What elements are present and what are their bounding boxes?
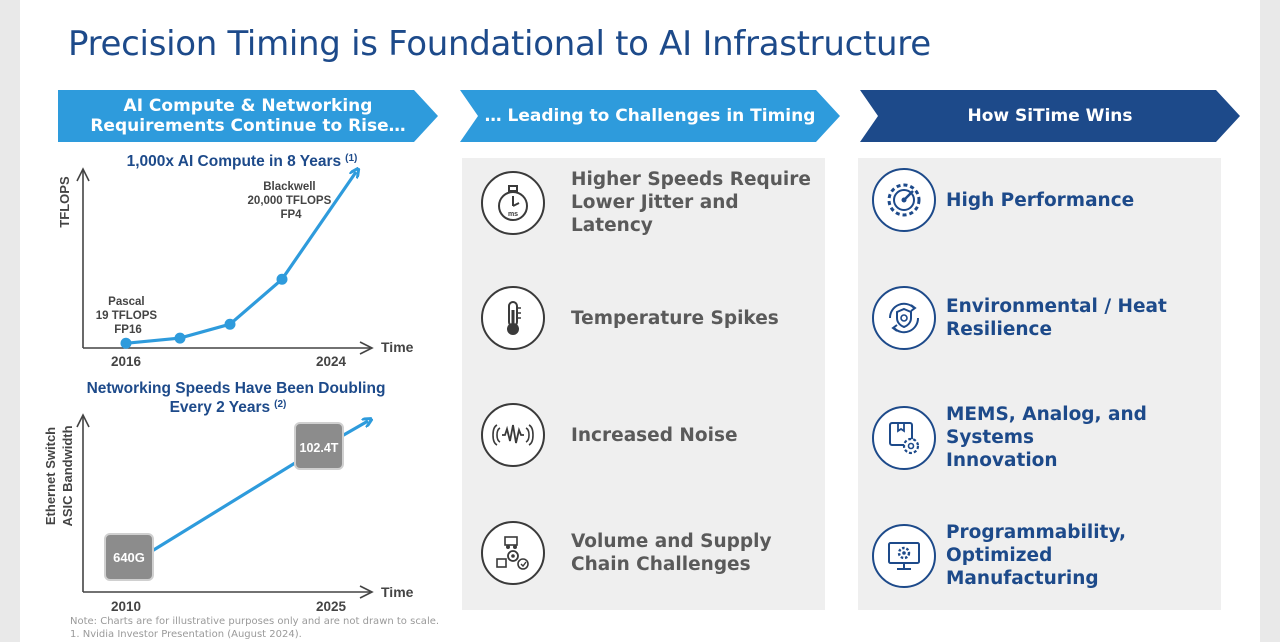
banner-challenges-label: … Leading to Challenges in Timing [484, 106, 816, 126]
chart2-title-line1: Networking Speeds Have Been Doubling [87, 380, 386, 397]
banner-wins: How SiTime Wins [860, 90, 1240, 142]
chart2-xlabel: Time [381, 584, 414, 600]
challenge-temperature-line1: Temperature Spikes [571, 307, 779, 329]
win-resilience-line2: Resilience [946, 319, 1053, 340]
win-resilience-text: Environmental / Heat Resilience [946, 295, 1216, 341]
chart1-xlabel: Time [381, 339, 414, 355]
win-programmability-line2: Manufacturing [946, 568, 1099, 589]
challenge-speed-text: Higher Speeds Require Lower Jitter and L… [571, 168, 821, 237]
chart2-point-start-label: 640G [113, 550, 145, 565]
chart1-title: 1,000x AI Compute in 8 Years(1) [127, 153, 358, 170]
page-title: Precision Timing is Foundational to AI I… [68, 24, 931, 64]
chip-gear-icon [872, 405, 936, 470]
chart1-x-axis-arrow [359, 341, 374, 355]
win-row-programmability: Programmability, Optimized Manufacturing [872, 521, 1216, 590]
challenge-supply-line2: Chain Challenges [571, 554, 751, 575]
challenge-supply-line1: Volume and Supply [571, 531, 772, 552]
chart2-point-end: 102.4T [294, 422, 344, 470]
wins-panel: High Performance Environmental / Heat Re… [858, 158, 1221, 610]
banner-requirements-line2: Requirements Continue to Rise… [90, 116, 406, 136]
challenge-temperature-text: Temperature Spikes [571, 307, 821, 330]
shield-cycle-icon [872, 286, 936, 350]
win-row-resilience: Environmental / Heat Resilience [872, 286, 1216, 350]
chart1-y-axis-arrow [76, 167, 90, 182]
chart2-ylabel-line1: Ethernet Switch [43, 427, 58, 525]
chart1-annotation-end: Blackwell 20,000 TFLOPS FP4 [248, 181, 335, 221]
banner-wins-label: How SiTime Wins [967, 106, 1133, 126]
chart1-annotation-start: Pascal 19 TFLOPS FP16 [96, 296, 161, 336]
challenge-row-supply: Volume and Supply Chain Challenges [481, 521, 821, 585]
challenge-speed-line2: Lower Jitter and Latency [571, 192, 739, 236]
footnote-note: Note: Charts are for illustrative purpos… [70, 616, 440, 627]
chart2-ylabel-line2: ASIC Bandwidth [60, 425, 75, 526]
challenge-noise-line1: Increased Noise [571, 424, 738, 446]
footnote-ref1: 1. Nvidia Investor Presentation (August … [70, 629, 302, 640]
thermometer-icon [481, 286, 545, 350]
challenges-panel: ms Higher Speeds Require Lower Jitter an… [462, 158, 825, 610]
win-programmability-text: Programmability, Optimized Manufacturing [946, 521, 1216, 590]
challenge-row-speed: ms Higher Speeds Require Lower Jitter an… [481, 168, 821, 237]
win-row-performance: High Performance [872, 168, 1216, 232]
challenge-supply-text: Volume and Supply Chain Challenges [571, 530, 821, 576]
noise-wave-icon [481, 403, 545, 467]
chart2-title-line2: Every 2 Years(2) [170, 399, 287, 416]
chart1-point-0 [120, 337, 132, 349]
chart2-y-axis-arrow [76, 413, 90, 428]
win-mems-text: MEMS, Analog, and Systems Innovation [946, 403, 1216, 472]
win-programmability-line1: Programmability, Optimized [946, 522, 1127, 566]
win-resilience-line1: Environmental / Heat [946, 296, 1167, 317]
stopwatch-icon: ms [481, 170, 545, 235]
chart1-xtick-end: 2024 [316, 354, 347, 369]
challenge-row-noise: Increased Noise [481, 403, 821, 467]
chart1-points [120, 273, 288, 349]
supply-chain-icon [481, 521, 545, 585]
chart1-xtick-start: 2016 [111, 354, 142, 369]
banner-requirements: AI Compute & Networking Requirements Con… [58, 90, 438, 142]
banner-challenges: … Leading to Challenges in Timing [460, 90, 840, 142]
win-mems-line2: Innovation [946, 450, 1058, 471]
win-row-mems: MEMS, Analog, and Systems Innovation [872, 403, 1216, 472]
chart2-xtick-end: 2025 [316, 599, 347, 614]
chart1-point-1 [174, 332, 186, 344]
svg-text:ms: ms [508, 211, 518, 218]
chart1-point-2 [224, 318, 236, 330]
challenge-speed-line1: Higher Speeds Require [571, 169, 811, 190]
challenge-row-temperature: Temperature Spikes [481, 286, 821, 350]
chart2-point-start: 640G [104, 533, 154, 581]
slide: Precision Timing is Foundational to AI I… [20, 0, 1260, 642]
chart2-x-axis-arrow [359, 585, 374, 599]
chart2-point-end-label: 102.4T [300, 441, 339, 455]
chart1-point-3 [276, 273, 288, 285]
banner-requirements-line1: AI Compute & Networking [123, 96, 373, 116]
gauge-gear-icon [872, 168, 936, 232]
win-mems-line1: MEMS, Analog, and Systems [946, 404, 1147, 448]
chart1-ylabel: TFLOPS [57, 176, 72, 228]
chart2-xtick-start: 2010 [111, 599, 141, 614]
win-performance-line1: High Performance [946, 189, 1135, 211]
win-performance-text: High Performance [946, 189, 1216, 212]
monitor-gear-icon [872, 523, 936, 588]
challenge-noise-text: Increased Noise [571, 424, 821, 447]
charts-svg: 1,000x AI Compute in 8 Years(1) TFLOPS T… [43, 153, 414, 614]
